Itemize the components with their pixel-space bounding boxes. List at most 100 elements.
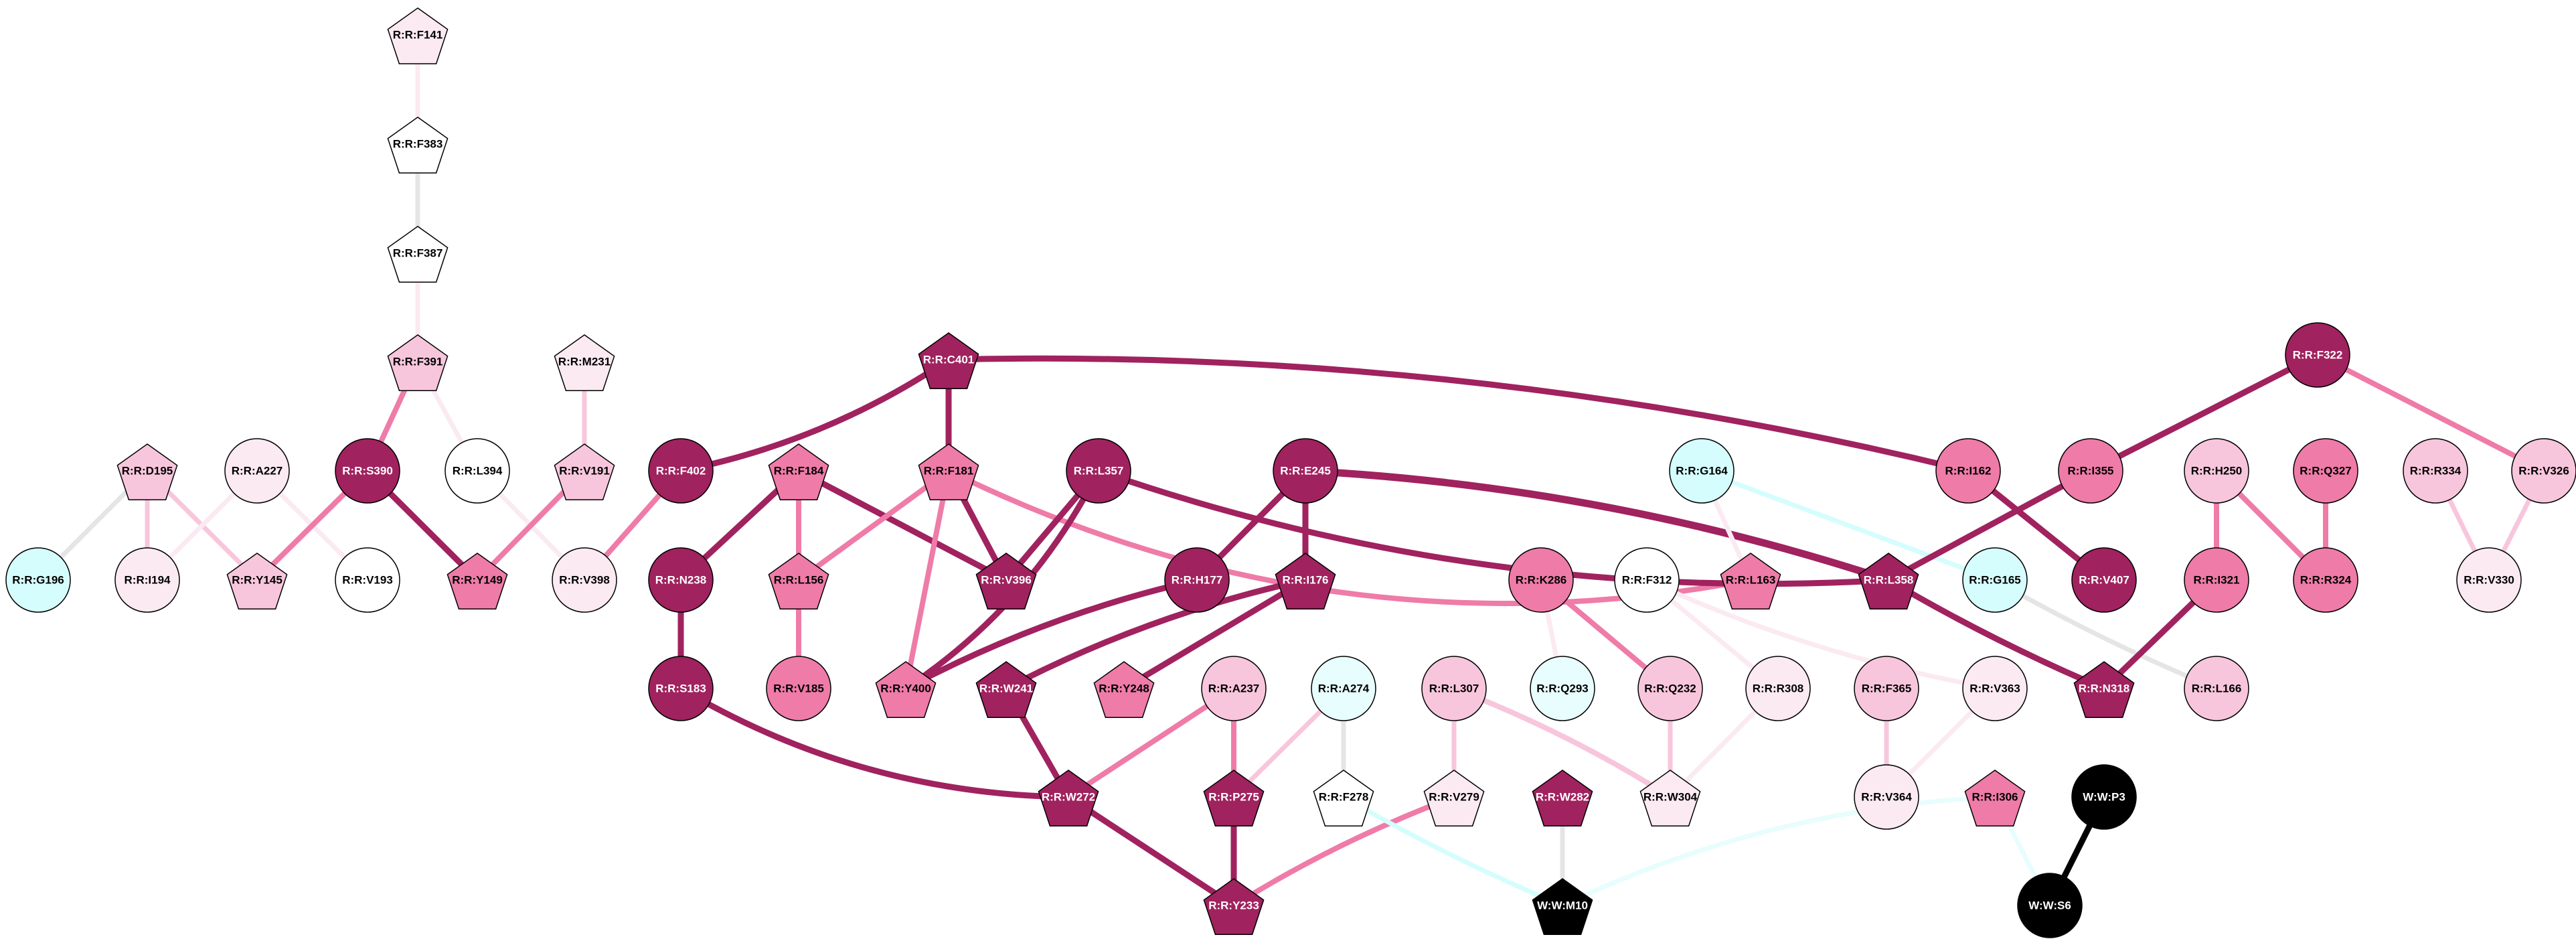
ellipse-node-shape[interactable] (1066, 438, 1131, 504)
node-S183[interactable]: R:R:S183 (648, 656, 714, 721)
pentagon-node-shape[interactable] (226, 553, 288, 609)
node-V191[interactable]: R:R:V191 (554, 443, 615, 500)
ellipse-node-shape[interactable] (445, 438, 510, 504)
ellipse-node-shape[interactable] (114, 547, 180, 613)
ellipse-node-shape[interactable] (1201, 656, 1267, 721)
ellipse-node-shape[interactable] (552, 547, 617, 613)
node-F387[interactable]: R:R:F387 (387, 226, 449, 283)
node-V398[interactable]: R:R:V398 (552, 547, 617, 613)
node-I355[interactable]: R:R:I355 (2058, 438, 2123, 504)
ellipse-node-shape[interactable] (2071, 547, 2137, 613)
ellipse-node-shape[interactable] (1311, 656, 1376, 721)
pentagon-node-shape[interactable] (918, 332, 979, 389)
node-R308[interactable]: R:R:R308 (1745, 656, 1811, 721)
pentagon-node-shape[interactable] (768, 443, 829, 500)
node-V326[interactable]: R:R:V326 (2511, 438, 2576, 504)
node-F391[interactable]: R:R:F391 (387, 334, 449, 391)
node-V279[interactable]: R:R:V279 (1423, 770, 1485, 826)
ellipse-node-shape[interactable] (1421, 656, 1487, 721)
node-K286[interactable]: R:R:K286 (1508, 547, 1574, 613)
node-L307[interactable]: R:R:L307 (1421, 656, 1487, 721)
pentagon-node-shape[interactable] (1038, 770, 1099, 826)
node-V363[interactable]: R:R:V363 (1962, 656, 2028, 721)
node-G164[interactable]: R:R:G164 (1669, 438, 1735, 504)
node-I321[interactable]: R:R:I321 (2184, 547, 2249, 613)
node-F278[interactable]: R:R:F278 (1313, 770, 1374, 826)
node-F365[interactable]: R:R:F365 (1854, 656, 1919, 721)
node-D195[interactable]: R:R:D195 (116, 443, 178, 500)
node-Q293[interactable]: R:R:Q293 (1530, 656, 1595, 721)
node-Y233[interactable]: R:R:Y233 (1203, 878, 1265, 935)
pentagon-node-shape[interactable] (768, 553, 829, 609)
node-F181[interactable]: R:R:F181 (918, 443, 979, 500)
pentagon-node-shape[interactable] (1858, 553, 1919, 609)
node-A237[interactable]: R:R:A237 (1201, 656, 1267, 721)
node-P3[interactable]: W:W:P3 (2071, 764, 2137, 830)
node-V396[interactable]: R:R:V396 (975, 553, 1037, 609)
node-V407[interactable]: R:R:V407 (2071, 547, 2137, 613)
node-A274[interactable]: R:R:A274 (1311, 656, 1376, 721)
ellipse-node-shape[interactable] (2293, 438, 2358, 504)
node-P275[interactable]: R:R:P275 (1203, 770, 1265, 826)
ellipse-node-shape[interactable] (1273, 438, 1338, 504)
ellipse-node-shape[interactable] (648, 438, 714, 504)
ellipse-node-shape[interactable] (2456, 547, 2522, 613)
node-V330[interactable]: R:R:V330 (2456, 547, 2522, 613)
node-N318[interactable]: R:R:N318 (2073, 661, 2135, 718)
node-H250[interactable]: R:R:H250 (2184, 438, 2249, 504)
node-H177[interactable]: R:R:H177 (1164, 547, 1230, 613)
node-L358[interactable]: R:R:L358 (1858, 553, 1919, 609)
pentagon-node-shape[interactable] (1093, 661, 1155, 718)
node-Y248[interactable]: R:R:Y248 (1093, 661, 1155, 718)
node-I306[interactable]: R:R:I306 (1964, 770, 2026, 826)
node-E245[interactable]: R:R:E245 (1273, 438, 1338, 504)
pentagon-node-shape[interactable] (875, 661, 937, 718)
pentagon-node-shape[interactable] (975, 553, 1037, 609)
ellipse-node-shape[interactable] (1164, 547, 1230, 613)
pentagon-node-shape[interactable] (1720, 553, 1781, 609)
node-Y149[interactable]: R:R:Y149 (447, 553, 508, 609)
ellipse-node-shape[interactable] (1637, 656, 1703, 721)
ellipse-node-shape[interactable] (2071, 764, 2137, 830)
node-L163[interactable]: R:R:L163 (1720, 553, 1781, 609)
ellipse-node-shape[interactable] (1508, 547, 1574, 613)
pentagon-node-shape[interactable] (2073, 661, 2135, 718)
node-A227[interactable]: R:R:A227 (224, 438, 290, 504)
pentagon-node-shape[interactable] (1532, 878, 1593, 935)
node-S6[interactable]: W:W:S6 (2017, 873, 2083, 938)
node-W272[interactable]: R:R:W272 (1038, 770, 1099, 826)
pentagon-node-shape[interactable] (1423, 770, 1485, 826)
node-S390[interactable]: R:R:S390 (335, 438, 400, 504)
pentagon-node-shape[interactable] (387, 334, 449, 391)
ellipse-node-shape[interactable] (2184, 547, 2249, 613)
ellipse-node-shape[interactable] (2403, 438, 2468, 504)
node-V364[interactable]: R:R:V364 (1854, 764, 1919, 830)
ellipse-node-shape[interactable] (648, 547, 714, 613)
node-M10[interactable]: W:W:M10 (1532, 878, 1593, 935)
ellipse-node-shape[interactable] (1854, 656, 1919, 721)
pentagon-node-shape[interactable] (1964, 770, 2026, 826)
pentagon-node-shape[interactable] (918, 443, 979, 500)
pentagon-node-shape[interactable] (1313, 770, 1374, 826)
ellipse-node-shape[interactable] (1935, 438, 2001, 504)
ellipse-node-shape[interactable] (1614, 547, 1680, 613)
node-V193[interactable]: R:R:V193 (335, 547, 400, 613)
ellipse-node-shape[interactable] (2293, 547, 2358, 613)
node-Q232[interactable]: R:R:Q232 (1637, 656, 1703, 721)
node-W304[interactable]: R:R:W304 (1639, 770, 1701, 826)
node-F402[interactable]: R:R:F402 (648, 438, 714, 504)
ellipse-node-shape[interactable] (2058, 438, 2123, 504)
ellipse-node-shape[interactable] (335, 438, 400, 504)
node-N238[interactable]: R:R:N238 (648, 547, 714, 613)
pentagon-node-shape[interactable] (387, 226, 449, 283)
pentagon-node-shape[interactable] (1532, 770, 1593, 826)
node-L394[interactable]: R:R:L394 (445, 438, 510, 504)
ellipse-node-shape[interactable] (224, 438, 290, 504)
pentagon-node-shape[interactable] (447, 553, 508, 609)
node-C401[interactable]: R:R:C401 (918, 332, 979, 389)
ellipse-node-shape[interactable] (2017, 873, 2083, 938)
node-G165[interactable]: R:R:G165 (1962, 547, 2028, 613)
node-F141[interactable]: R:R:F141 (387, 7, 449, 64)
ellipse-node-shape[interactable] (1962, 656, 2028, 721)
ellipse-node-shape[interactable] (5, 547, 71, 613)
